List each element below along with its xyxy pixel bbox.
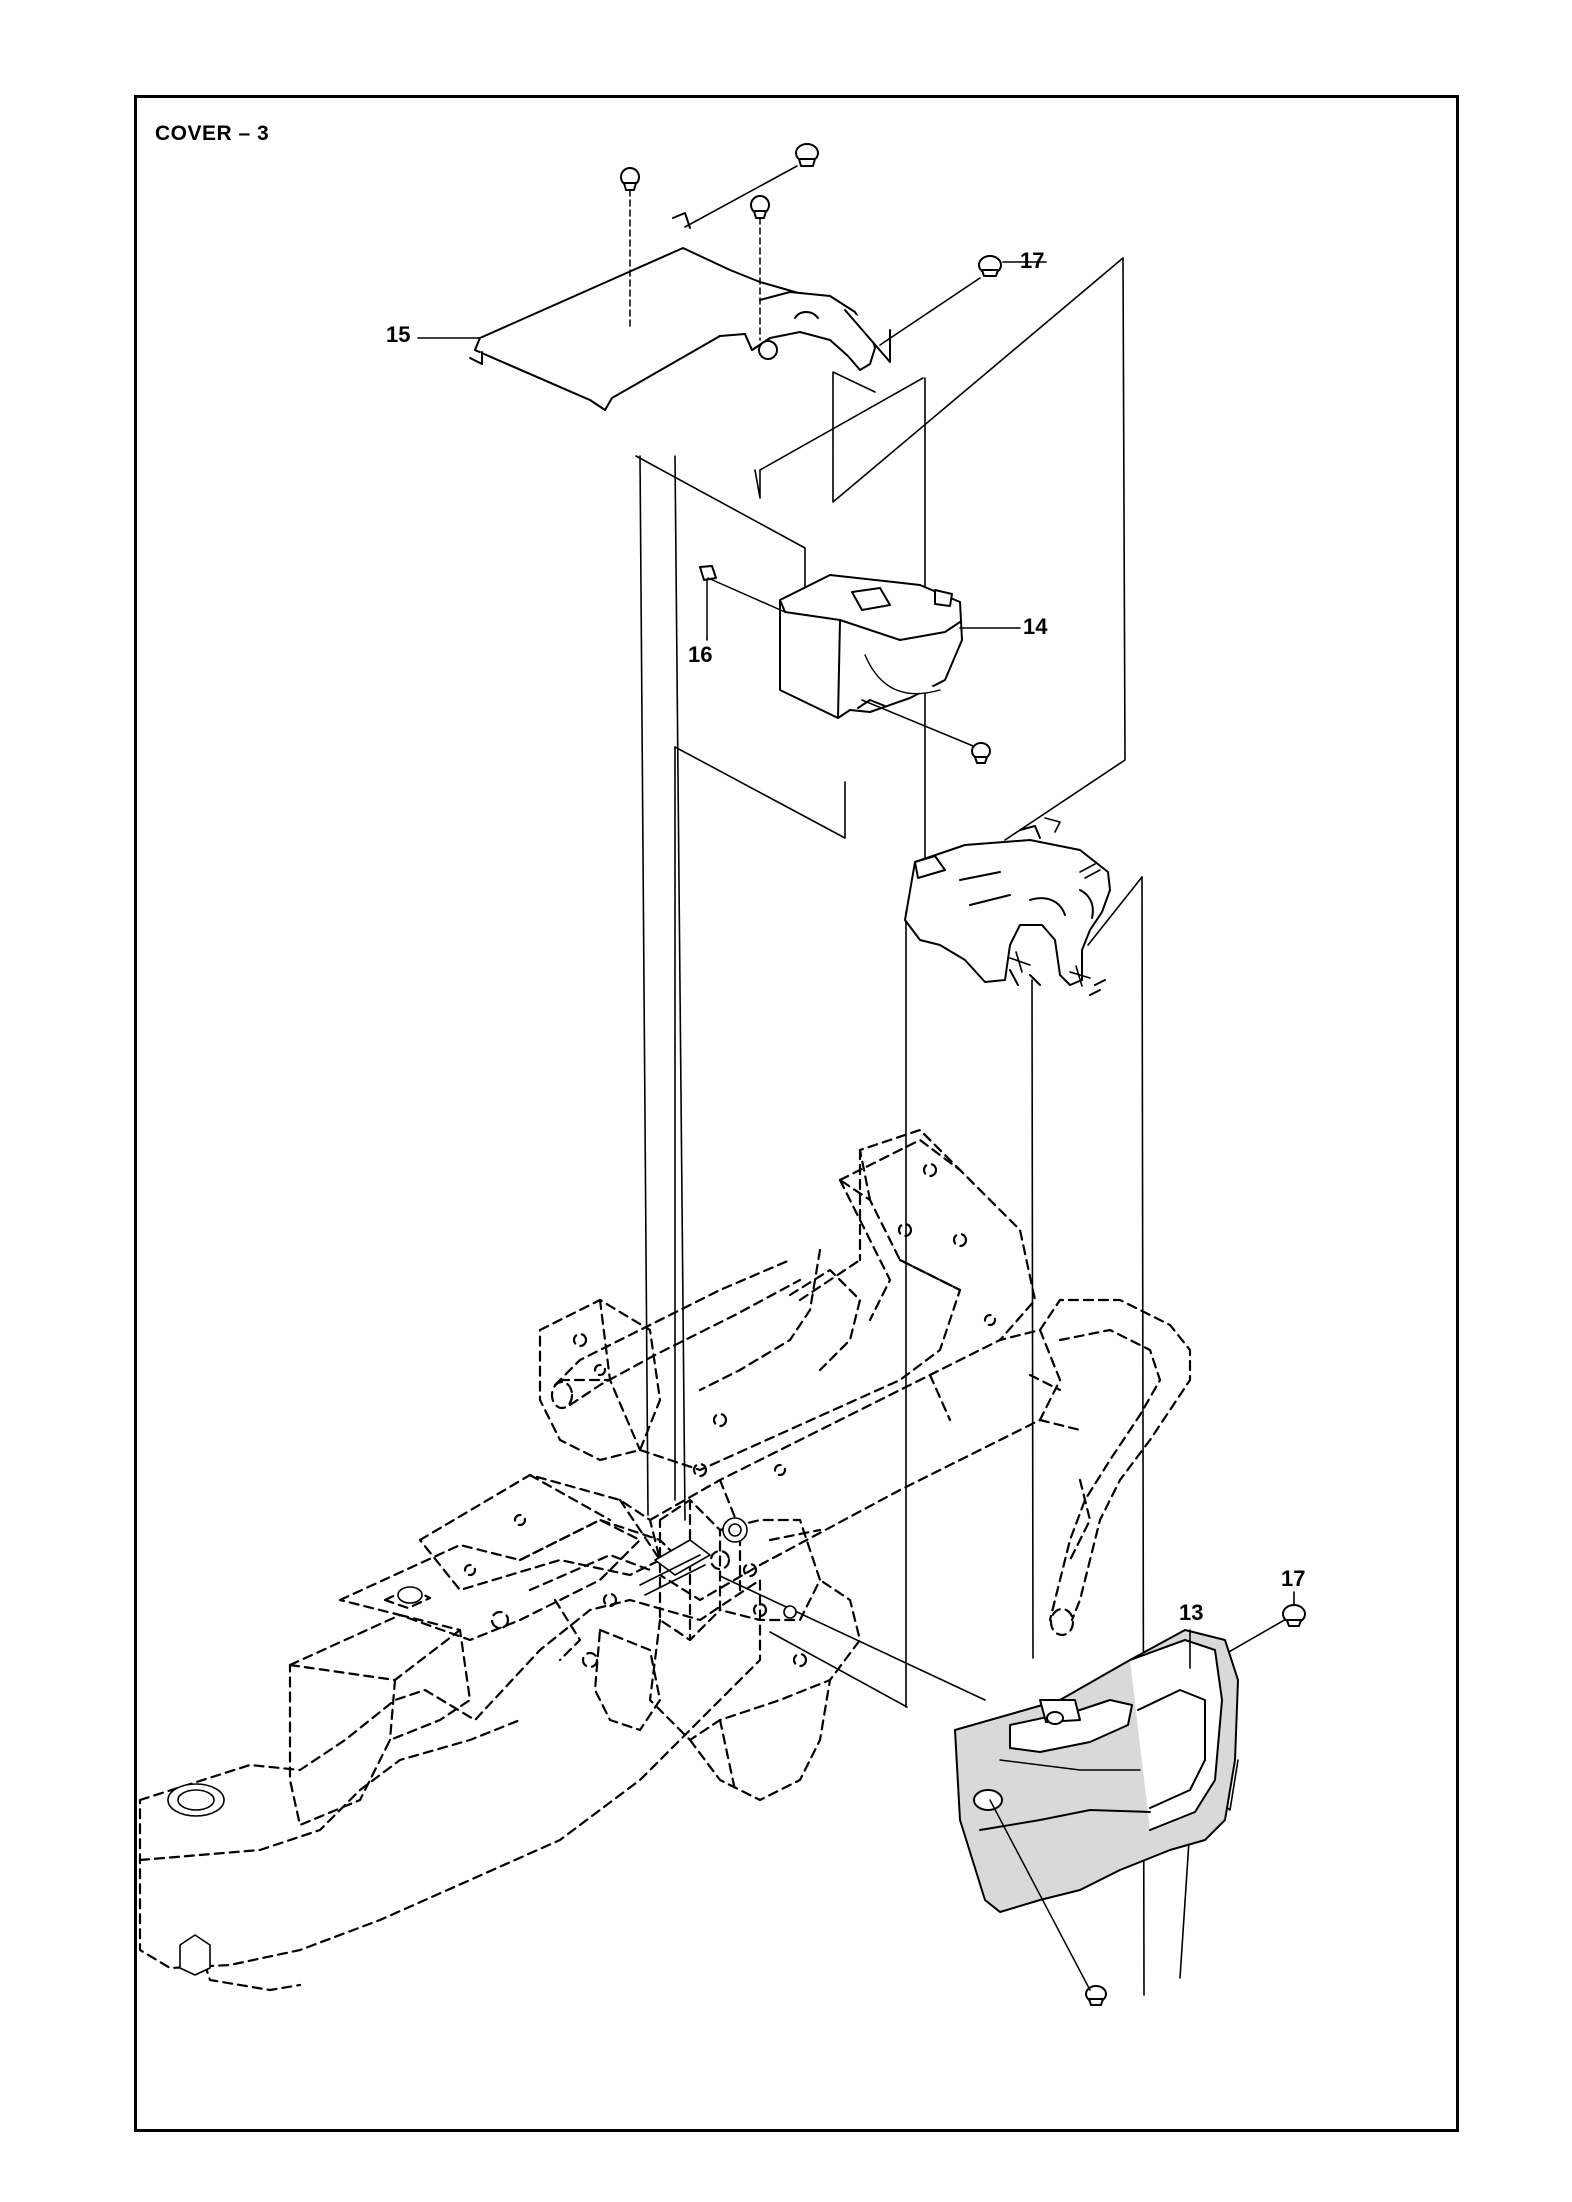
screws-top [620, 143, 1002, 346]
part-15-top-cover [469, 212, 891, 411]
assembly-guide-lines [635, 257, 1289, 1996]
callout-17-bottom: 17 [1281, 1566, 1306, 1591]
frame-solid-details [167, 1517, 797, 1976]
bracket-hardware [1009, 817, 1101, 987]
callout-17-top: 17 [1020, 248, 1045, 273]
callout-14: 14 [1023, 614, 1048, 639]
part-13-belt-cover [954, 1629, 1239, 1913]
belt-bracket [904, 825, 1111, 996]
diagram-frame [134, 95, 1459, 2132]
callout-15: 15 [386, 322, 411, 347]
callout-16: 16 [688, 642, 713, 667]
part-16-clip [699, 565, 786, 639]
callout-leaders [417, 261, 1295, 1669]
part-14-middle-housing [779, 574, 991, 764]
callout-13: 13 [1179, 1600, 1204, 1625]
screws-bottom [989, 1604, 1306, 2006]
page-title: COVER – 3 [155, 122, 270, 145]
mower-frame-dashed [138, 1128, 1192, 1992]
